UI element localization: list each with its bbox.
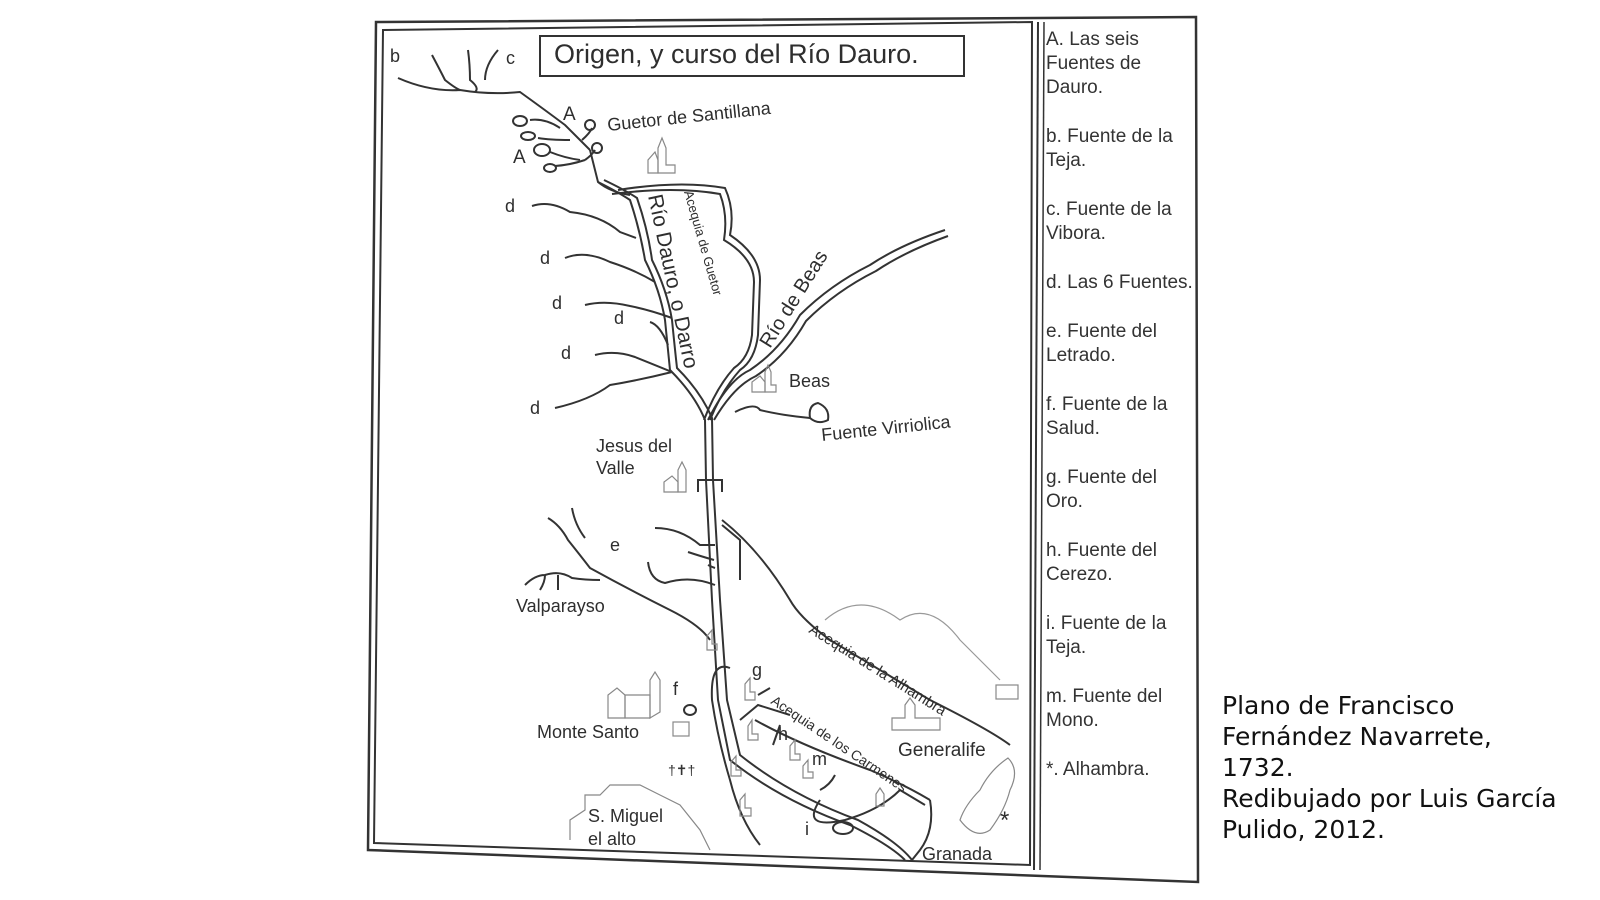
label-san-miguel-line2: el alto xyxy=(588,829,636,849)
label-monte-santo: Monte Santo xyxy=(537,722,639,742)
monte-santo-convent-icon xyxy=(607,670,661,720)
outer-frame xyxy=(366,15,1200,884)
chapel-icon xyxy=(672,721,690,737)
jesus-del-valle-church-icon xyxy=(663,460,687,493)
legend-item-e: e. Fuente del Letrado. xyxy=(1046,321,1157,366)
label-h: h xyxy=(778,724,788,744)
generalife-building-icon xyxy=(891,696,941,731)
title-box xyxy=(539,35,965,77)
label-g: g xyxy=(752,660,762,680)
legend-divider-inner xyxy=(1039,21,1045,871)
label-generalife: Generalife xyxy=(898,740,986,761)
source-caption: Plano de Francisco Fernández Navarrete, … xyxy=(1222,690,1582,845)
label-acequia-de-la-alhambra: Acequia de la Alhambra xyxy=(806,621,950,720)
legend-item-d: d. Las 6 Fuentes. xyxy=(1046,272,1193,293)
acequia-de-los-carmenes xyxy=(739,687,931,824)
label-beas: Beas xyxy=(789,371,830,391)
label-fuente-virriolica: Fuente Virriolica xyxy=(820,411,952,445)
caption-line-5: Pulido, 2012. xyxy=(1222,815,1386,844)
caption-line-3: 1732. xyxy=(1222,753,1294,782)
label-acequia-de-los-carmenes: Acequia de los Carmenes xyxy=(768,692,910,795)
alhambra-outline xyxy=(959,757,1016,834)
label-rio-de-beas: Río de Beas xyxy=(756,247,833,352)
label-b: b xyxy=(390,46,400,66)
rio-dauro xyxy=(597,179,913,861)
label-A-lower: A xyxy=(513,147,526,168)
label-c: c xyxy=(506,48,515,68)
rio-de-beas xyxy=(707,229,949,421)
fuente-de-la-salud-spring xyxy=(683,704,697,716)
label-d-6: d xyxy=(530,398,540,418)
streams-d xyxy=(531,203,673,409)
fuente-virriolica-stream xyxy=(734,401,830,424)
san-miguel-hill xyxy=(569,784,711,851)
hill-outline xyxy=(824,604,1001,681)
label-valparayso: Valparayso xyxy=(516,596,605,616)
crosses-icon: †✝† xyxy=(668,762,695,778)
legend-item-h: h. Fuente del Cerezo. xyxy=(1046,540,1157,585)
legend-item-A: A. Las seis Fuentes de Dauro. xyxy=(1046,29,1142,98)
label-guetor-de-santillana: Guetor de Santillana xyxy=(606,98,772,135)
label-d-5: d xyxy=(561,343,571,363)
caption-line-4: Redibujado por Luis García xyxy=(1222,784,1557,813)
house-icons xyxy=(706,628,885,817)
legend-item-c: c. Fuente de la Vibora. xyxy=(1046,199,1172,244)
label-d-1: d xyxy=(505,196,515,216)
map-legend: A. Las seis Fuentes de Dauro. b. Fuente … xyxy=(1046,28,1196,807)
label-d-4: d xyxy=(614,308,624,328)
label-A-upper: A xyxy=(563,104,576,125)
church-icon xyxy=(647,136,676,174)
caption-line-2: Fernández Navarrete, xyxy=(1222,722,1492,751)
legend-divider xyxy=(1033,21,1039,871)
map-title: Origen, y curso del Río Dauro. xyxy=(554,39,919,69)
legend-item-b: b. Fuente de la Teja. xyxy=(1046,126,1173,171)
legend-item-g: g. Fuente del Oro. xyxy=(1046,467,1157,512)
label-jesus-del-valle-line2: Valle xyxy=(596,458,635,478)
acequia-de-la-alhambra xyxy=(721,519,1011,746)
beas-church-icon xyxy=(751,363,777,393)
springs-A xyxy=(512,115,603,173)
legend-item-alhambra: *. Alhambra. xyxy=(1046,759,1150,780)
label-i: i xyxy=(805,819,809,839)
granada-boundary xyxy=(911,799,933,861)
caption-line-1: Plano de Francisco xyxy=(1222,691,1455,720)
label-san-miguel-line1: S. Miguel xyxy=(588,806,663,826)
legend-item-f: f. Fuente de la Salud. xyxy=(1046,394,1168,439)
label-granada: Granada xyxy=(922,844,993,864)
label-acequia-de-guetor: Acequia de Guetor xyxy=(681,189,725,298)
legend-item-i: i. Fuente de la Teja. xyxy=(1046,613,1167,658)
acequia-de-guetor xyxy=(611,183,762,421)
fuente-de-la-teja-spring xyxy=(832,821,854,835)
label-d-2: d xyxy=(540,248,550,268)
label-m: m xyxy=(812,749,827,769)
building-icon xyxy=(995,684,1019,700)
label-jesus-del-valle-line1: Jesus del xyxy=(596,436,672,456)
map-inner-frame xyxy=(372,20,1034,867)
bridge-icon xyxy=(697,479,723,492)
streams-e xyxy=(524,507,716,641)
label-alhambra-asterisk: * xyxy=(1000,807,1009,834)
label-e: e xyxy=(610,535,620,555)
label-d-3: d xyxy=(552,293,562,313)
legend-item-m: m. Fuente del Mono. xyxy=(1046,686,1163,731)
label-f: f xyxy=(673,679,679,699)
